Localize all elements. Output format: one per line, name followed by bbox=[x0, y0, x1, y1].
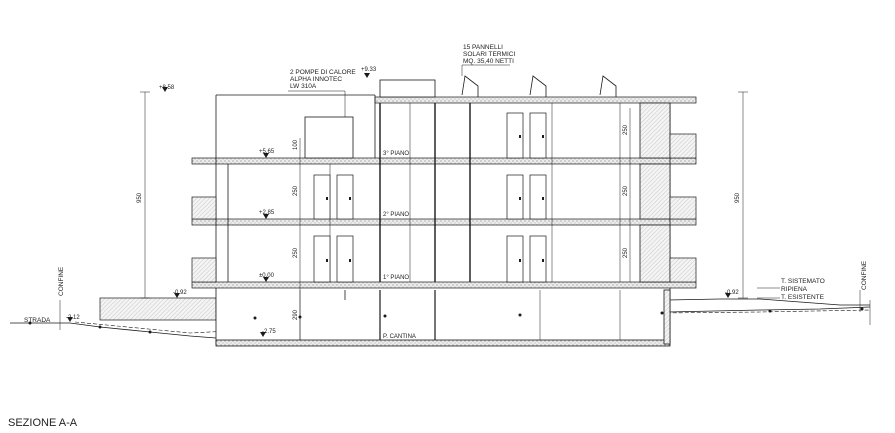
pompe-line-1: 2 POMPE DI CALORE bbox=[290, 69, 356, 76]
dim-250-a: 250 bbox=[293, 185, 299, 196]
level-strada: -2.12 bbox=[66, 315, 80, 321]
walls bbox=[215, 94, 671, 283]
floor-label-cantina: P. CANTINA bbox=[383, 334, 416, 340]
dim-total-right: 950 bbox=[735, 192, 741, 203]
pannelli-line-3: MQ. 35,40 NETTI bbox=[463, 58, 514, 65]
level-1: ±0.00 bbox=[259, 273, 275, 279]
dim-250-b: 250 bbox=[293, 247, 299, 258]
balconies bbox=[191, 133, 697, 283]
confine-left-label: CONFINE bbox=[58, 266, 65, 296]
dim-250-c: 250 bbox=[623, 124, 629, 135]
pannelli-line-1: 15 PANNELLI bbox=[463, 44, 503, 51]
dimension-lines bbox=[59, 91, 871, 340]
dim-100: 100 bbox=[293, 139, 299, 150]
pompe-line-3: LW 310A bbox=[290, 83, 317, 90]
leader-lines bbox=[288, 64, 780, 299]
pompe-line-2: ALPHA INNOTEC bbox=[290, 76, 342, 83]
dim-total-left: 950 bbox=[137, 192, 143, 203]
level-cantina: -2.75 bbox=[262, 329, 276, 335]
terrain-line-3: T. ESISTENTE bbox=[781, 294, 825, 301]
level-ground-left: -0.92 bbox=[173, 290, 187, 296]
annotation-pannelli: 15 PANNELLI SOLARI TERMICI MQ. 35,40 NET… bbox=[463, 44, 515, 65]
dim-290: 290 bbox=[293, 309, 299, 320]
annotation-pompe: 2 POMPE DI CALORE ALPHA INNOTEC LW 310A bbox=[290, 69, 356, 90]
floor-label-1: 1° PIANO bbox=[383, 275, 409, 281]
terrain-line-1: T. SISTEMATO bbox=[781, 278, 825, 285]
doors bbox=[313, 112, 547, 283]
dim-250-e: 250 bbox=[623, 247, 629, 258]
level-top-left: +8.58 bbox=[159, 85, 175, 91]
level-2: +2.85 bbox=[259, 210, 275, 216]
annotation-terrain: T. SISTEMATO RIPIENA T. ESISTENTE bbox=[781, 278, 825, 301]
strada-label: STRADA bbox=[24, 317, 51, 324]
drawing-title: SEZIONE A-A bbox=[8, 417, 78, 429]
level-roof: +9.33 bbox=[361, 67, 377, 73]
level-3: +5.65 bbox=[259, 149, 275, 155]
floor-label-3: 3° PIANO bbox=[383, 151, 409, 157]
basement bbox=[215, 285, 671, 347]
survey-points bbox=[28, 307, 864, 334]
confine-right-label: CONFINE bbox=[861, 260, 868, 290]
level-ground-right: -0.92 bbox=[725, 290, 739, 296]
level-markers bbox=[67, 73, 731, 337]
dim-250-d: 250 bbox=[623, 185, 629, 196]
floor-slabs bbox=[191, 96, 697, 289]
floor-label-2: 2° PIANO bbox=[383, 212, 409, 218]
pannelli-line-2: SOLARI TERMICI bbox=[463, 51, 515, 58]
terrain-line-2: RIPIENA bbox=[781, 286, 808, 293]
door-handles bbox=[326, 135, 544, 262]
solar-panels bbox=[379, 65, 617, 98]
